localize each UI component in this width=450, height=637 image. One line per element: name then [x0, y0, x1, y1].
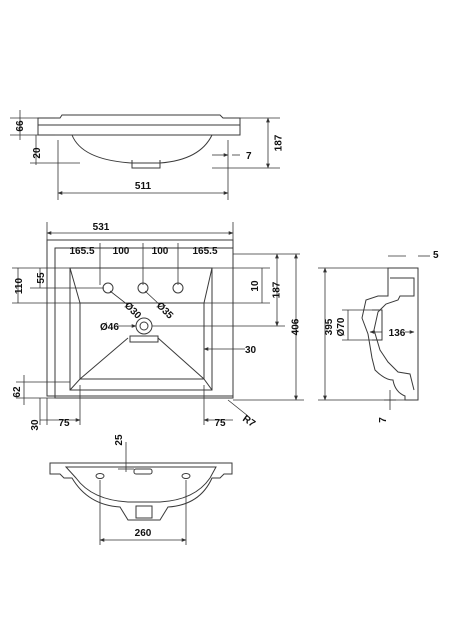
label-hole-35: Ø35: [154, 300, 175, 321]
label-75-right: 75: [214, 418, 226, 429]
slope-line: [69, 378, 81, 391]
fixing-hole-left: [95, 473, 105, 479]
label-7-top: 7: [246, 151, 252, 162]
label-165-left: 165.5: [69, 246, 94, 257]
waste-outlet: [131, 160, 161, 169]
label-r7: R7: [240, 413, 257, 430]
drain-slope: [157, 337, 205, 380]
label-187-top: 187: [273, 134, 284, 151]
label-260: 260: [135, 528, 152, 539]
overflow-channel: [372, 309, 383, 341]
label-531: 531: [93, 222, 110, 233]
label-165-right: 165.5: [192, 246, 217, 257]
overflow-slot: [129, 335, 159, 343]
side-profile-inner: [373, 277, 415, 391]
leader-30: [109, 290, 129, 306]
underside-bowl: [64, 466, 217, 503]
fixing-hole-right: [181, 473, 191, 479]
label-75-left: 75: [58, 418, 70, 429]
basin-outer-outline: [46, 239, 234, 397]
label-66: 66: [15, 120, 26, 132]
label-7-bottom: 7: [378, 417, 389, 423]
tap-hole-left: [102, 282, 114, 294]
slope-line: [203, 267, 213, 304]
label-100-right: 100: [152, 246, 169, 257]
label-55: 55: [36, 272, 47, 284]
drain-slope: [79, 337, 129, 380]
slope-line: [203, 378, 213, 391]
label-10: 10: [250, 280, 261, 292]
bowl-inner: [79, 302, 205, 380]
overflow-slot-underside: [133, 468, 153, 475]
waste-inner: [139, 321, 149, 331]
label-20: 20: [32, 147, 43, 159]
label-5: 5: [433, 250, 439, 261]
underside-view: 25 260: [49, 434, 233, 545]
basin-rim-outline: [37, 114, 241, 136]
label-30-left: 30: [30, 419, 41, 431]
side-section-view: Ø70 136 7: [318, 255, 430, 423]
label-110: 110: [14, 277, 25, 294]
side-profile-outer: [361, 267, 419, 401]
basin-rim-inner: [54, 247, 234, 399]
label-136: 136: [389, 328, 406, 339]
bowl-profile: [71, 134, 213, 164]
waste-outer: [135, 317, 153, 335]
label-395: 395: [324, 318, 335, 335]
front-elevation-view: 66 20 187 7 511: [10, 110, 284, 200]
label-187-plan: 187: [271, 281, 282, 298]
label-62: 62: [12, 386, 23, 398]
label-406: 406: [290, 318, 301, 335]
label-waste-46: Ø46: [100, 322, 119, 333]
leader-r7: [227, 399, 249, 417]
label-30-right: 30: [245, 345, 257, 356]
label-25: 25: [114, 434, 125, 446]
label-511: 511: [135, 181, 152, 192]
slope-line: [69, 267, 81, 304]
waste-housing: [135, 505, 153, 519]
label-100-left: 100: [113, 246, 130, 257]
leader-35: [144, 290, 161, 306]
label-overflow-70: Ø70: [336, 317, 347, 336]
underside-outline: [49, 462, 233, 521]
